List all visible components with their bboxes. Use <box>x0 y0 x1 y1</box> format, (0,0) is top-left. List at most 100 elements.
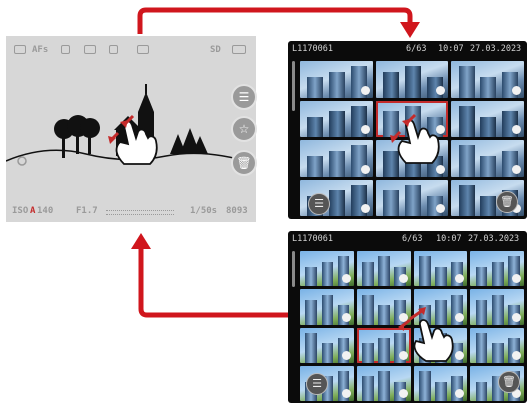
thumbnail[interactable] <box>300 140 373 177</box>
building-shape <box>480 156 496 176</box>
building-shape <box>405 185 421 216</box>
gallery-4col-screen[interactable]: L1170061 6/63 10:07 27.03.2023 ☰ 🗑 <box>288 231 527 403</box>
building-shape <box>492 343 504 362</box>
building-shape <box>476 267 488 286</box>
live-view-screen[interactable]: AFs SD <box>6 36 256 222</box>
building-shape <box>378 256 390 286</box>
thumbnail-badge <box>455 351 464 360</box>
building-shape <box>305 300 317 325</box>
building-shape <box>329 190 345 216</box>
thumbnail-badge <box>361 125 370 134</box>
thumbnail[interactable] <box>470 289 524 324</box>
trash-icon: 🗑 <box>500 195 514 208</box>
pinch-gesture-icon <box>106 108 166 168</box>
thumbnail[interactable] <box>414 366 468 401</box>
scroll-indicator[interactable] <box>292 61 295 111</box>
remaining-shots: 8093 <box>226 206 248 216</box>
building-shape <box>480 77 496 97</box>
trash-icon: 🗑 <box>502 375 516 388</box>
thumbnail[interactable] <box>470 328 524 363</box>
favorite-button[interactable]: ☆ <box>231 116 257 142</box>
building-shape <box>459 185 475 216</box>
building-shape <box>419 371 431 401</box>
building-shape <box>329 151 345 177</box>
building-shape <box>322 343 334 362</box>
filter-button[interactable]: ☰ <box>306 373 328 395</box>
building-shape <box>476 382 488 401</box>
building-shape <box>480 117 496 137</box>
thumbnail-badge <box>512 125 521 134</box>
building-shape <box>307 117 323 137</box>
iso-value: 140 <box>37 206 53 216</box>
building-shape <box>459 66 475 97</box>
thumbnail[interactable] <box>300 101 373 138</box>
thumbnail-badge <box>361 165 370 174</box>
building-shape <box>305 333 317 363</box>
thumbnail[interactable] <box>300 251 354 286</box>
thumbnail-badge <box>399 389 408 398</box>
building-shape <box>378 371 390 401</box>
thumbnail[interactable] <box>451 101 524 138</box>
building-shape <box>480 196 496 216</box>
filter-button[interactable]: ☰ <box>308 193 330 215</box>
thumbnail[interactable] <box>451 140 524 177</box>
thumbnail-badge <box>436 204 445 213</box>
star-icon: ☆ <box>239 122 250 136</box>
building-shape <box>322 295 334 325</box>
building-shape <box>476 300 488 325</box>
thumbnail[interactable] <box>414 251 468 286</box>
thumbnail[interactable] <box>451 61 524 98</box>
thumbnail-badge <box>342 351 351 360</box>
thumbnail-badge <box>361 204 370 213</box>
iso-prefix: ISO <box>12 206 28 216</box>
building-shape <box>383 190 399 216</box>
thumbnail-badge <box>512 313 521 322</box>
date-label: 27.03.2023 <box>468 234 519 244</box>
time-label: 10:07 <box>438 44 464 54</box>
trash-icon: 🗑 <box>236 156 251 170</box>
building-shape <box>459 106 475 137</box>
building-shape <box>362 262 374 287</box>
filter-icon: ☰ <box>312 377 322 390</box>
thumbnail[interactable] <box>376 61 449 98</box>
exposure-scale <box>106 210 174 215</box>
thumbnail-badge <box>399 274 408 283</box>
arrow-bottom <box>141 248 288 315</box>
thumbnail[interactable] <box>300 289 354 324</box>
shutter-value: 1/50s <box>190 206 217 216</box>
delete-button[interactable]: 🗑 <box>496 191 518 213</box>
filter-icon: ☰ <box>239 90 250 104</box>
building-shape <box>378 305 390 324</box>
thumbnail-badge <box>361 86 370 95</box>
thumbnail[interactable] <box>376 180 449 217</box>
aperture-value: F1.7 <box>76 206 98 216</box>
thumbnail[interactable] <box>470 251 524 286</box>
thumbnail[interactable] <box>300 328 354 363</box>
building-shape <box>322 262 334 287</box>
filter-button[interactable]: ☰ <box>231 84 257 110</box>
thumbnail[interactable] <box>357 366 411 401</box>
filter-icon: ☰ <box>314 197 324 210</box>
counter-label: 6/63 <box>402 234 422 244</box>
arrow-bottom-head <box>131 233 151 249</box>
building-shape <box>307 156 323 176</box>
building-shape <box>435 382 447 401</box>
thumbnail[interactable] <box>357 251 411 286</box>
pinch-gesture-icon <box>396 303 456 363</box>
counter-label: 6/63 <box>406 44 426 54</box>
building-shape <box>405 66 421 97</box>
delete-button[interactable]: 🗑 <box>231 150 257 176</box>
thumbnail-badge <box>512 165 521 174</box>
building-shape <box>378 338 390 363</box>
scroll-indicator[interactable] <box>292 251 295 287</box>
thumbnail[interactable] <box>300 61 373 98</box>
thumbnail-badge <box>455 313 464 322</box>
filename-label: L1170061 <box>292 234 333 244</box>
building-shape <box>419 256 431 286</box>
building-shape <box>383 72 399 98</box>
thumbnail-badge <box>512 351 521 360</box>
thumbnail-badge <box>436 86 445 95</box>
gallery-3col-screen[interactable]: L1170061 6/63 10:07 27.03.2023 ☰ 🗑 <box>288 41 527 219</box>
building-shape <box>492 295 504 325</box>
delete-button[interactable]: 🗑 <box>498 371 520 393</box>
